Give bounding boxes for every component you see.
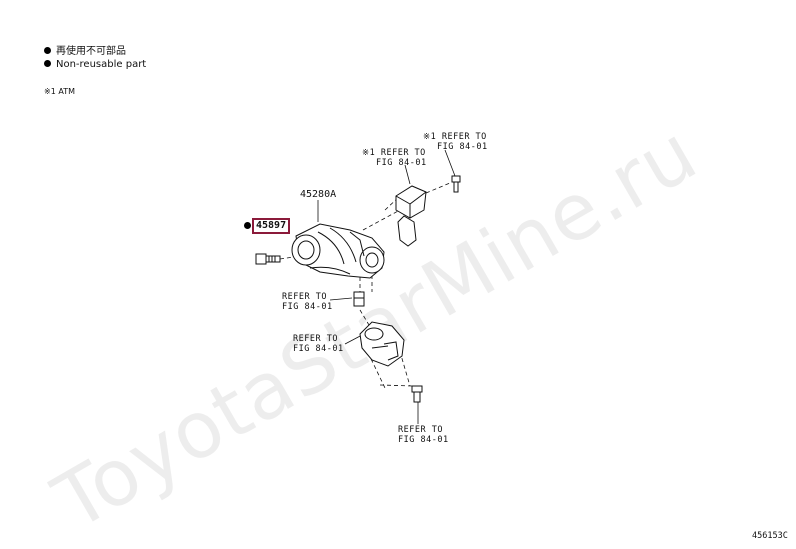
figure-code: 456153C xyxy=(752,531,788,541)
housing-45280a-drawing xyxy=(291,223,385,279)
refer-top-left-line1[interactable]: ※1 REFER TO xyxy=(362,148,426,158)
refer-bottom-line1[interactable]: REFER TO xyxy=(398,425,443,435)
refer-top-left-line2[interactable]: FIG 84-01 xyxy=(376,158,427,168)
bracket-lower-drawing xyxy=(359,321,405,367)
screw-45897-drawing xyxy=(255,253,281,265)
refer-top-right-line2[interactable]: FIG 84-01 xyxy=(437,142,488,152)
part-number-45897[interactable]: 45897 xyxy=(252,218,291,234)
clip-mid-drawing xyxy=(353,291,365,307)
bolt-top-drawing xyxy=(451,175,461,193)
bullet-icon xyxy=(44,47,51,54)
refer-top-right-line1[interactable]: ※1 REFER TO xyxy=(423,132,487,142)
refer-low-line2[interactable]: FIG 84-01 xyxy=(293,344,344,354)
refer-mid-line2[interactable]: FIG 84-01 xyxy=(282,302,333,312)
refer-bottom-line2[interactable]: FIG 84-01 xyxy=(398,435,449,445)
bolt-bottom-drawing xyxy=(411,385,423,403)
refer-mid-line1[interactable]: REFER TO xyxy=(282,292,327,302)
bullet-icon xyxy=(44,60,51,67)
refer-low-line1[interactable]: REFER TO xyxy=(293,334,338,344)
part-number-45280a[interactable]: 45280A xyxy=(300,189,337,200)
legend-note: ※1 ATM xyxy=(44,87,75,96)
legend-non-reusable-en: Non-reusable part xyxy=(44,60,146,70)
legend-non-reusable-jp: 再使用不可部品 xyxy=(44,47,126,57)
leader-lines xyxy=(317,149,456,424)
alignment-dashes xyxy=(279,182,451,389)
connector-top-drawing xyxy=(395,185,427,247)
non-reusable-marker-icon xyxy=(244,222,251,229)
